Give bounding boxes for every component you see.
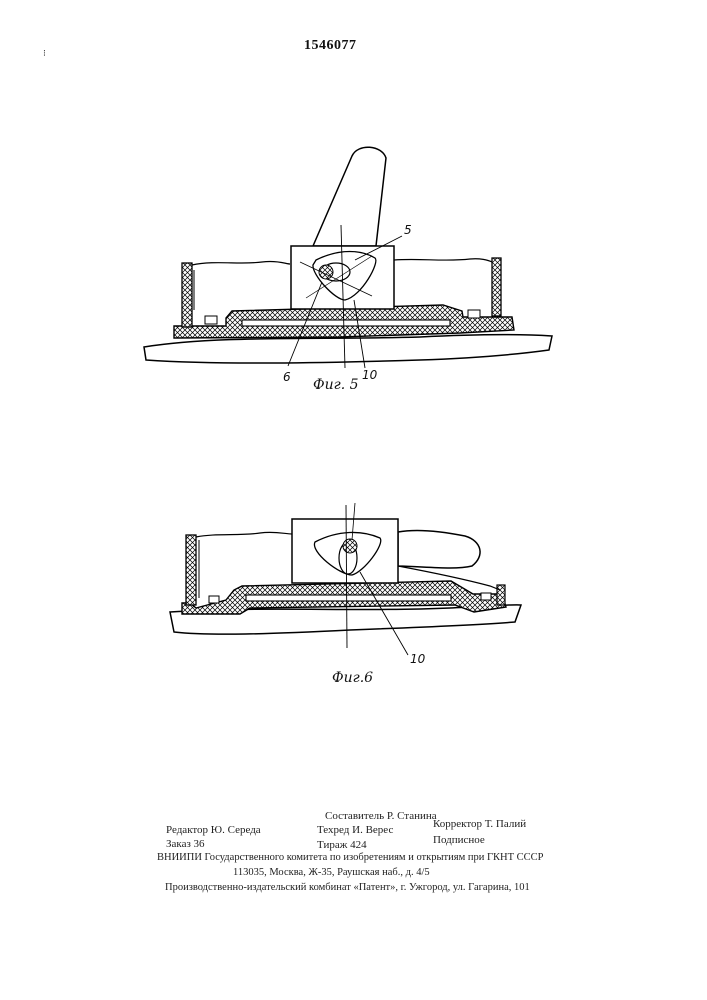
techred-line: Техред И. Верес [317, 824, 393, 836]
figure-5: 5 6 10 Фиг. 5 [0, 140, 707, 420]
plant-line: Производственно-издательский комбинат «П… [165, 882, 530, 893]
org-line: ВНИИПИ Государственного комитета по изоб… [157, 852, 544, 863]
address-line: 113035, Москва, Ж-35, Раушская наб., д. … [233, 867, 430, 878]
corrector-line: Корректор Т. Палий [433, 818, 526, 830]
order-line: Заказ 36 [166, 838, 205, 850]
subscription-line: Подписное [433, 834, 485, 846]
circulation-line: Тираж 424 [317, 839, 367, 851]
composer-line: Составитель Р. Станина [325, 810, 437, 822]
figure-5-label-6: 6 [283, 370, 291, 384]
left-margin-mark: ⁝ [43, 48, 46, 59]
figure-6-label-10: 10 [410, 652, 425, 666]
patent-number: 1546077 [304, 38, 357, 54]
figure-5-label-10: 10 [362, 368, 377, 382]
editor-line: Редактор Ю. Середа [166, 824, 261, 836]
figure-5-caption: Фиг. 5 [313, 377, 359, 393]
figure-6-caption: Фиг.6 [332, 670, 373, 686]
figure-5-label-5: 5 [404, 223, 412, 237]
figure-6: 10 Фиг.6 [0, 495, 707, 710]
